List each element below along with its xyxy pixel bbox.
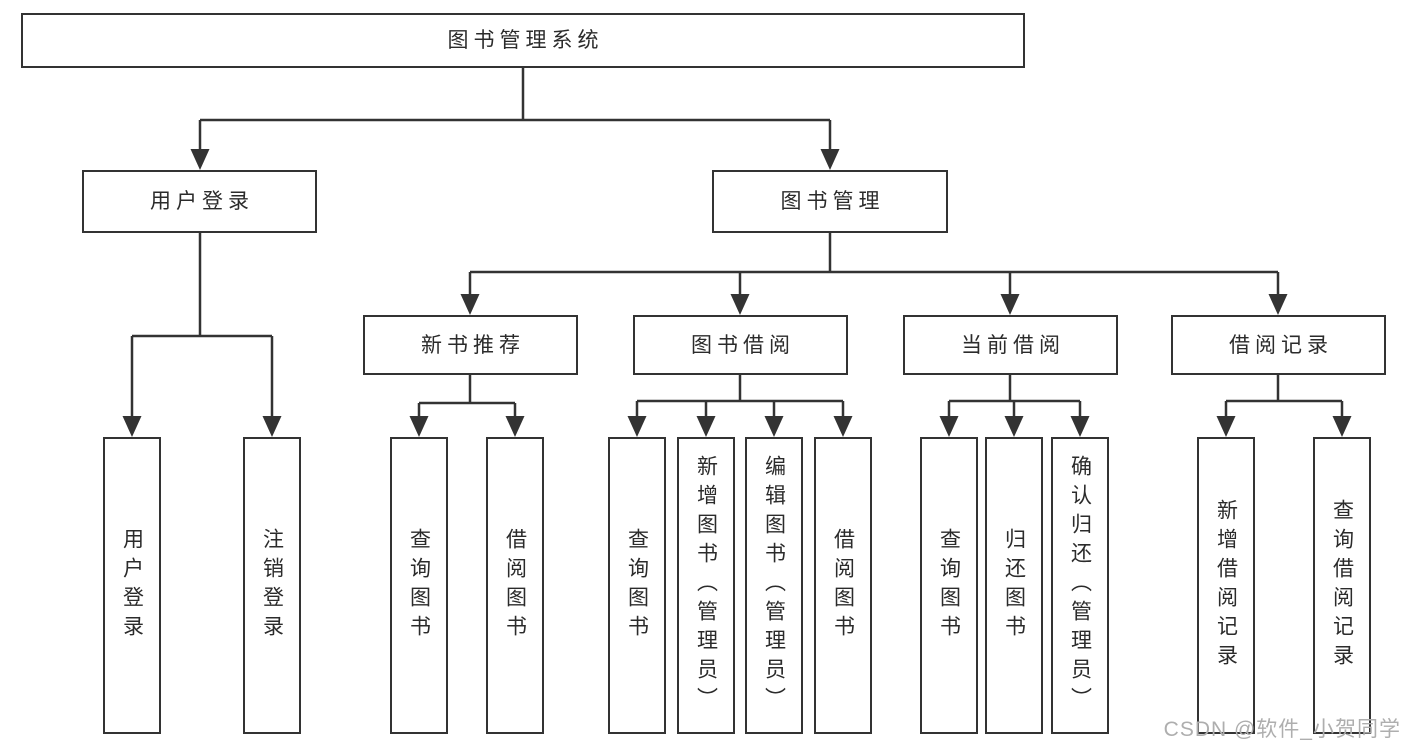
node-label: 当前借阅 — [961, 333, 1065, 357]
arrowheads — [122, 149, 1352, 437]
leaf-confirm-return-admin: 确认归还（管理员） — [1051, 437, 1109, 734]
node-label: 新书推荐 — [421, 333, 525, 357]
node-book-borrow: 图书借阅 — [633, 315, 848, 375]
node-current-borrow: 当前借阅 — [903, 315, 1118, 375]
node-label: 借阅图书 — [503, 527, 527, 644]
node-label: 图书管理系统 — [447, 29, 604, 52]
node-user-login: 用户登录 — [82, 170, 317, 233]
leaf-add-borrow-record: 新增借阅记录 — [1197, 437, 1255, 734]
node-borrow-records: 借阅记录 — [1171, 315, 1386, 375]
node-label: 借阅记录 — [1229, 333, 1333, 357]
leaf-return-book: 归还图书 — [985, 437, 1043, 734]
node-label: 查询图书 — [937, 527, 961, 644]
leaf-edit-book-admin: 编辑图书（管理员） — [745, 437, 803, 734]
node-book-management: 图书管理 — [712, 170, 948, 233]
leaf-borrow-book-recommend: 借阅图书 — [486, 437, 544, 734]
node-label: 查询图书 — [407, 527, 431, 644]
node-label: 注销登录 — [260, 527, 284, 644]
connector-strokes — [130, 68, 1344, 419]
leaf-borrow-book: 借阅图书 — [814, 437, 872, 734]
leaf-logout-login: 注销登录 — [243, 437, 301, 734]
node-label: 图书管理 — [780, 190, 885, 213]
leaf-query-book-current: 查询图书 — [920, 437, 978, 734]
csdn-watermark: CSDN @软件_小贺同学 — [1163, 718, 1401, 741]
node-label: 归还图书 — [1002, 527, 1026, 644]
node-label: 查询图书 — [625, 527, 649, 644]
node-label: 新增图书（管理员） — [694, 455, 718, 716]
node-label: 查询借阅记录 — [1330, 498, 1354, 673]
node-root: 图书管理系统 — [21, 13, 1025, 68]
node-new-book-recommend: 新书推荐 — [363, 315, 578, 375]
node-label: 图书借阅 — [691, 333, 795, 357]
leaf-add-book-admin: 新增图书（管理员） — [677, 437, 735, 734]
leaf-user-login: 用户登录 — [103, 437, 161, 734]
leaf-query-book-borrow: 查询图书 — [608, 437, 666, 734]
node-label: 编辑图书（管理员） — [762, 455, 786, 716]
node-label: 新增借阅记录 — [1214, 498, 1238, 673]
node-label: 用户登录 — [120, 527, 144, 644]
node-label: 用户登录 — [150, 190, 254, 213]
node-label: 确认归还（管理员） — [1068, 455, 1092, 716]
leaf-query-borrow-record: 查询借阅记录 — [1313, 437, 1371, 734]
leaf-query-book-recommend: 查询图书 — [390, 437, 448, 734]
node-label: 借阅图书 — [831, 527, 855, 644]
